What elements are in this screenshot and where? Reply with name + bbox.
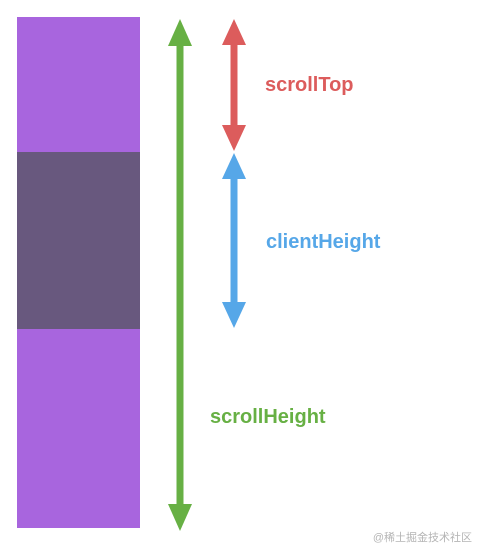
scroll-height-label: scrollHeight — [210, 406, 326, 428]
client-height-arrow-head-bottom — [222, 302, 246, 328]
scroll-top-arrow-icon — [222, 19, 246, 151]
scroll-top-arrow-head-bottom — [222, 125, 246, 151]
client-height-label: clientHeight — [266, 231, 381, 253]
client-height-arrow-head-top — [222, 153, 246, 179]
scroll-top-arrow-head-top — [222, 19, 246, 45]
content-below-viewport — [17, 329, 140, 528]
content-above-viewport — [17, 17, 140, 152]
client-height-arrow-icon — [222, 153, 246, 328]
scroll-height-arrow-icon — [168, 19, 192, 531]
scroll-top-label: scrollTop — [265, 74, 354, 96]
scroll-height-arrow-head-top — [168, 19, 192, 46]
scroll-height-arrow-head-bottom — [168, 504, 192, 531]
visible-viewport — [17, 152, 140, 329]
watermark-text: @稀土掘金技术社区 — [372, 532, 472, 544]
